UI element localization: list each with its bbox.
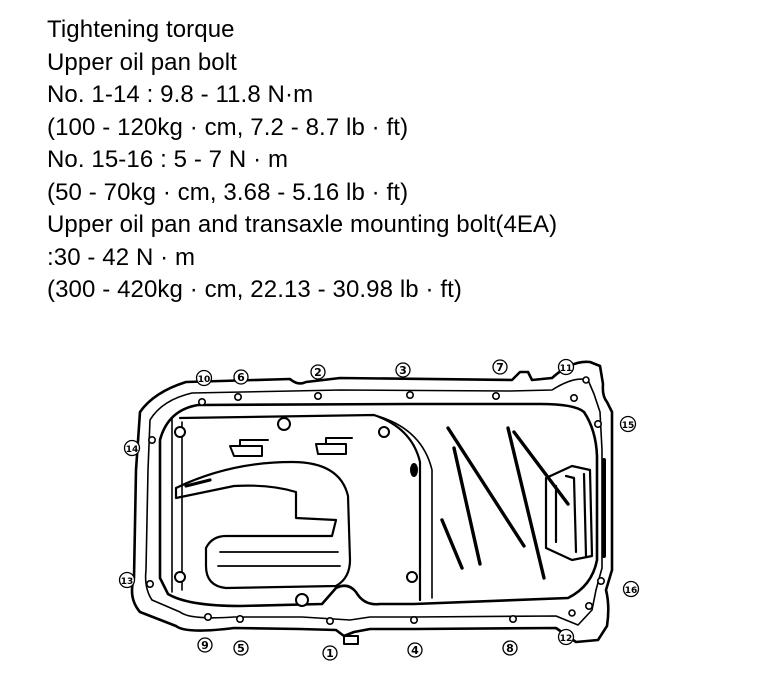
bolt-label-11: 11	[557, 358, 575, 376]
svg-text:2: 2	[314, 366, 322, 379]
spec-line-bolts-1-14: No. 1-14 : 9.8 - 11.8 N·m	[47, 81, 314, 108]
oil-strainer	[174, 460, 352, 590]
bolt-label-6: 6	[233, 369, 249, 385]
spec-line-component: Upper oil pan bolt	[47, 48, 237, 76]
svg-text:10: 10	[198, 375, 211, 385]
oil-drain-boss	[544, 464, 594, 562]
inner-bosses	[174, 417, 418, 607]
oil-pan-ribs	[440, 426, 570, 580]
svg-text:14: 14	[126, 445, 139, 455]
oil-pan-inner-wall	[158, 402, 599, 608]
spec-line-transaxle-torque: :30 - 42 N · m	[47, 243, 196, 271]
svg-text:7: 7	[496, 361, 504, 374]
svg-text:16: 16	[625, 586, 638, 596]
oil-level-mark	[410, 463, 418, 477]
svg-text:13: 13	[121, 577, 134, 587]
strainer-clip-right	[315, 437, 353, 455]
bolt-number-labels: 1 2 3 4 5 6 7 8 9 10 11 12 13 14 15 16	[118, 358, 640, 661]
svg-text:11: 11	[560, 364, 573, 374]
oil-pan-outer-flange	[130, 360, 614, 644]
svg-text:1: 1	[326, 647, 334, 660]
oil-pan-flange-inner	[144, 378, 603, 626]
svg-text:4: 4	[411, 644, 419, 657]
bolt-label-2: 2	[310, 364, 326, 380]
bolt-label-1: 1	[322, 645, 338, 661]
svg-text:9: 9	[201, 639, 209, 652]
bolt-label-5: 5	[233, 640, 249, 656]
drain-plug	[343, 635, 359, 645]
bolt-label-12: 12	[557, 628, 575, 646]
spec-line-title: Tightening torque	[47, 16, 235, 43]
spec-line-transaxle-bolts: Upper oil pan and transaxle mounting bol…	[47, 211, 558, 238]
bolt-label-10: 10	[195, 369, 213, 387]
bolt-label-8: 8	[502, 640, 518, 656]
bolt-label-13: 13	[118, 571, 136, 589]
spec-line-bolts-15-16: No. 15-16 : 5 - 7 N · m	[47, 146, 289, 173]
bolt-label-4: 4	[407, 642, 423, 658]
svg-text:3: 3	[399, 364, 407, 377]
torque-specification: Tightening torque Upper oil pan bolt No.…	[47, 14, 557, 307]
strainer-clip-left	[229, 439, 269, 457]
bolt-label-14: 14	[123, 439, 141, 457]
oil-pan-baffle	[178, 413, 422, 602]
bolt-holes	[146, 376, 605, 625]
svg-text:6: 6	[237, 371, 245, 384]
svg-text:12: 12	[560, 634, 573, 644]
svg-text:15: 15	[622, 421, 635, 431]
bolt-label-16: 16	[622, 580, 640, 598]
spec-line-bolts-15-16-alt-units: (50 - 70kg · cm, 3.68 - 5.16 lb · ft)	[47, 178, 409, 206]
bolt-label-3: 3	[395, 362, 411, 378]
bolt-label-9: 9	[197, 637, 213, 653]
svg-text:8: 8	[506, 642, 514, 655]
bolt-label-15: 15	[619, 415, 637, 433]
bolt-label-7: 7	[492, 359, 508, 375]
spec-line-bolts-1-14-alt-units: (100 - 120kg · cm, 7.2 - 8.7 lb · ft)	[47, 113, 409, 141]
svg-text:5: 5	[237, 642, 245, 655]
spec-line-transaxle-alt-units: (300 - 420kg · cm, 22.13 - 30.98 lb · ft…	[47, 276, 462, 303]
